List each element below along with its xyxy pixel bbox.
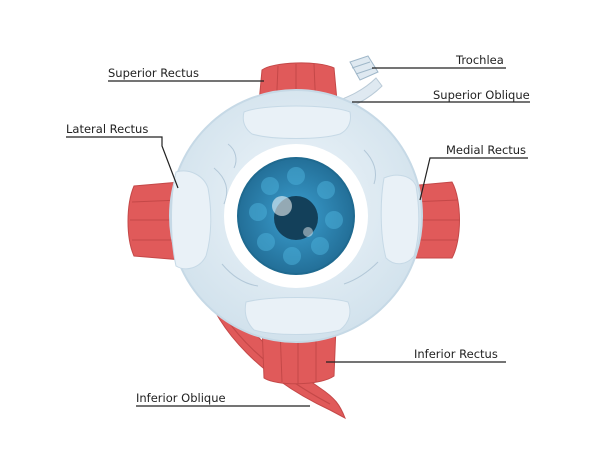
leader-lateral-rectus — [66, 136, 179, 189]
pupil-highlight-large — [272, 196, 292, 216]
label-inferior-rectus: Inferior Rectus — [414, 347, 498, 361]
label-inferior-oblique: Inferior Oblique — [136, 391, 226, 405]
trochlea-shape — [349, 55, 379, 81]
label-lateral-rectus: Lateral Rectus — [66, 122, 149, 136]
label-superior-oblique: Superior Oblique — [433, 88, 530, 102]
inferior-rectus-tendon — [244, 297, 351, 335]
sclera-veins — [213, 143, 379, 287]
medial-rectus-tendon — [380, 174, 420, 265]
superior-rectus-tendon — [242, 105, 351, 139]
label-superior-rectus: Superior Rectus — [108, 66, 199, 80]
label-trochlea: Trochlea — [456, 53, 504, 67]
leader-medial-rectus — [419, 157, 528, 201]
leader-lines — [66, 67, 530, 407]
lateral-rectus-tendon — [171, 170, 212, 270]
pupil-highlight-small — [303, 227, 313, 237]
label-medial-rectus: Medial Rectus — [446, 143, 527, 157]
iris-pattern — [249, 167, 343, 265]
